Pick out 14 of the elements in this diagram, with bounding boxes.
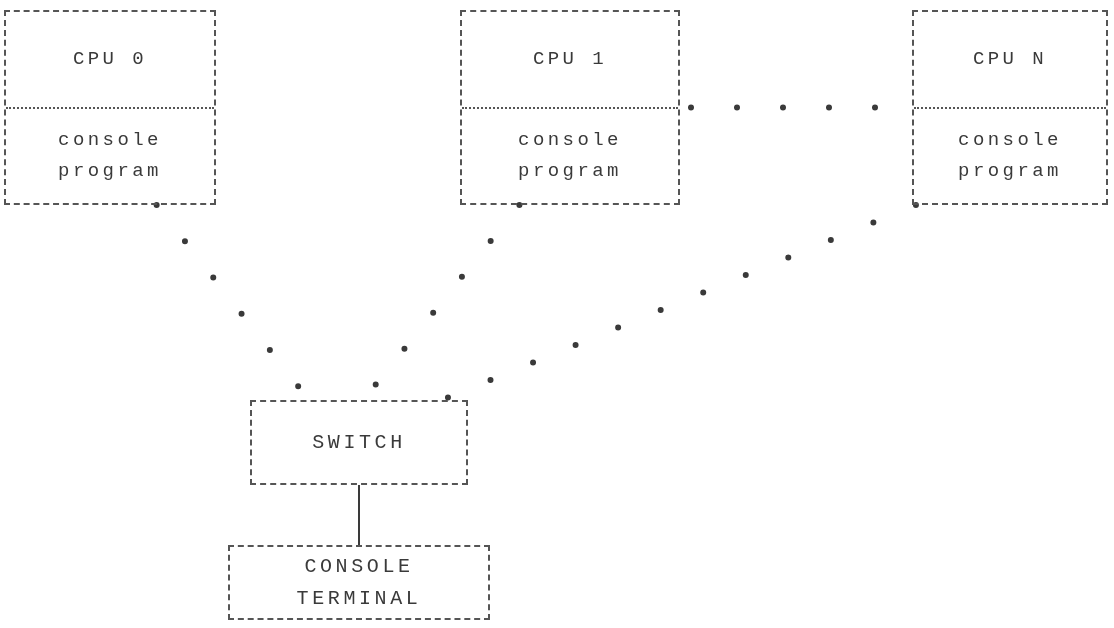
- cpu-box: [4, 10, 216, 205]
- node-title: CPU 1: [532, 47, 608, 73]
- node-title: CPU 0: [72, 47, 148, 73]
- node-title: CONSOLE TERMINAL: [295, 553, 423, 612]
- connector-line: [358, 484, 360, 546]
- cpu-box: [460, 10, 680, 205]
- node-title: CPU N: [972, 47, 1048, 73]
- component-box: [228, 545, 490, 620]
- node-body: console program: [957, 128, 1063, 184]
- component-box: [250, 400, 468, 485]
- node-title: SWITCH: [312, 429, 406, 456]
- node-body: console program: [57, 128, 163, 184]
- node-body: console program: [517, 128, 623, 184]
- cpu-box: [912, 10, 1108, 205]
